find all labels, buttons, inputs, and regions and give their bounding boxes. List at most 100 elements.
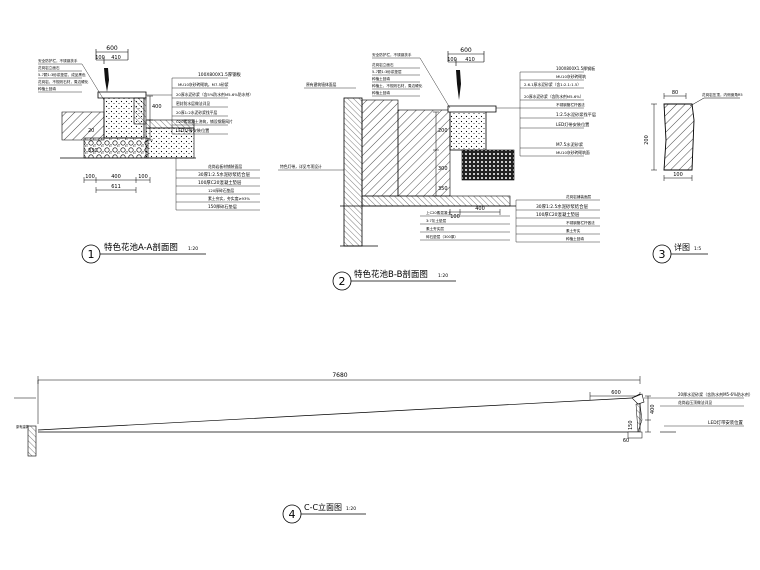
detail-dim-side: 200 [644,135,650,145]
bb-bottom-left-note-3: 素土夯实层 [426,226,444,231]
aa-left-note-4: 花岗岩，不规则石材，周边硬化 [38,79,89,84]
bb-base-note-3: 100厚C20混凝土垫层 [536,211,580,218]
bb-base-note-1: 花岗岩铺装面层 [566,194,592,199]
detail-stone-profile [663,103,695,171]
cc-note-3: LED灯带安装位置 [708,419,744,426]
aa-base-note-6: 150厚碎石垫层 [208,203,237,210]
aa-right-note-6: C20素混凝土浇筑，铺设钢筋网片 [176,119,233,124]
aa-left-note-5: 种植土回填 [38,86,56,91]
bb-lamp-post [456,70,461,100]
bb-right-note-2: MU10灰砂砖砌筑 [556,74,586,79]
aa-left-note-1: 安全防护栏，不锈钢扶手 [38,58,78,63]
detail-view: 80 200 100 花岗岩压顶，内侧倒角R5 3 详图 1:5 [644,90,743,264]
bb-dim-side-2: 300 [438,166,448,172]
detail-view-scale: 1:5 [694,246,701,252]
bb-top-note-3: 5-7颗1:3砂浆垫层 [372,69,402,74]
aa-left-soil [61,111,105,141]
bb-bottom-left-note-1: 上C20素混凝土 [426,210,451,215]
aa-base-note-1: 花岗岩板材铺装面层 [208,164,242,169]
section-bb: 600 100 410 200 300 350 [278,47,600,291]
cc-cap-detail [631,393,645,405]
aa-dim-bottom-1: 100 [85,174,95,180]
bb-top-note-1: 安全防护栏，不锈钢扶手 [372,52,412,57]
bb-dim-top: 600 [460,47,472,54]
bb-dim-bottom-1: 100 [450,214,460,220]
bb-right-note-4: 20厚水泥砂浆（含防水剂M5-6%） [524,94,584,99]
bb-dim-top-part-2: 410 [465,57,475,63]
bb-left-note-1: 原有建筑墙体面层 [306,82,337,87]
bb-view-title: 特色花池B-B剖面图 [354,269,428,280]
aa-lamp-post [104,68,109,92]
aa-right-note-2: MU10灰砂砖砌筑，M7.5砂浆 [178,82,229,87]
aa-base-note-4: 120厚碎石垫层 [208,188,234,193]
aa-dim-bottom-total: 611 [111,184,121,190]
detail-dim-top: 80 [672,90,678,96]
bb-base-layer [361,195,511,207]
aa-dim-top-part-1: 100 [95,55,105,61]
aa-dim-bottom-3: 100 [138,174,148,180]
aa-right-note-1: 100X800X1.5厚钢板 [198,71,242,78]
aa-base-note-5: 素土夯实，夯实度≥93% [208,196,250,201]
bb-base-note-5: 素土夯实 [566,228,581,233]
bb-gravel-block [461,149,515,181]
bb-right-note-5: 不锈钢管栏杆做法 [556,102,585,107]
aa-right-note-7: LED灯带安装位置 [176,127,209,134]
aa-base-layers [145,127,195,159]
bb-base-note-2: 30厚1:2.5水泥砂浆结合层 [536,203,589,210]
section-aa: 600 100 410 400 330 20 [38,45,260,264]
aa-view-number: 1 [88,248,95,261]
aa-dim-top: 600 [106,45,118,52]
aa-right-note-4: 密封防水层做法详见 [176,101,210,106]
bb-planter-soil [397,109,451,197]
bb-bottom-left-note-2: 3:7灰土垫层 [426,218,447,223]
bb-dim-bottom-2: 400 [475,206,485,212]
bb-top-note-6: 种植土回填 [372,90,390,95]
aa-right-note-5: 20厚1:2水泥砂浆找平层 [176,110,218,115]
bb-top-note-5: 种植土，不规则石材，周边硬化 [372,83,423,88]
bb-base-note-6: 种植土回填 [566,236,584,241]
bb-right-note-7: LED灯带安装位置 [556,121,589,128]
bb-top-note-4: 种植土回填 [372,76,390,81]
cc-footing [627,431,643,439]
aa-dim-side-2: 330 [88,148,98,154]
aa-dim-bottom-2: 400 [111,174,121,180]
bb-planter-wall [449,109,487,151]
aa-dim-side-1: 400 [152,104,162,110]
bb-view-number: 2 [339,275,346,288]
aa-cap-stone [97,91,147,99]
bb-dim-side-3: 350 [438,186,448,192]
elevation-cc: 7680 600 原有建筑 400 150 60 [14,372,753,524]
aa-base-note-2: 30厚1:2.5水泥砂浆结合层 [198,171,251,178]
cc-building-wall [27,425,37,457]
aa-dim-side-3: 20 [88,128,94,134]
bb-right-note-1: 100X800X1.5厚钢板 [556,65,595,71]
cc-view-title: C-C立面图 [304,502,342,512]
bb-soil-left [361,99,399,197]
cc-left-label: 原有建筑 [16,424,30,429]
cc-dim-side-1: 400 [650,404,656,414]
bb-right-note-3: 2.6.1厚水泥砂浆（含1:2.1:1.5） [524,82,581,87]
bb-cap-stone [447,105,497,113]
detail-note: 花岗岩压顶，内侧倒角R5 [702,92,743,97]
cc-dim-length: 7680 [332,372,347,379]
aa-view-scale: 1:20 [188,246,198,252]
bb-view-scale: 1:20 [438,273,448,279]
bb-building-wall [343,97,363,247]
cc-dim-side-2: 150 [628,420,634,430]
bb-top-note-2: 花岗岩立面石 [372,62,394,67]
bb-dim-side-1: 200 [438,128,448,134]
cc-note-1: 20厚水泥砂浆（含防水剂M5-6%防水剂） [678,391,753,397]
bb-base-note-4: 不锈钢管栏杆做法 [566,220,595,225]
detail-dim-bottom: 100 [673,172,683,178]
aa-left-note-2: 花岗岩立面石 [38,65,60,70]
aa-base-note-3: 100厚C20混凝土垫层 [198,179,242,186]
cc-end-wall [635,403,643,433]
aa-left-note-3: 5-7颗1:3砂浆垫层，成品黑色 [38,72,86,77]
bb-bottom-left-note-4: 碎石垫层（300厚） [426,234,458,239]
detail-view-title: 详图 [674,242,690,252]
cc-view-number: 4 [289,508,296,521]
bb-left-note-2: 特色灯带，详见专项设计 [280,164,322,169]
aa-dim-top-part-2: 410 [111,55,121,61]
bb-right-note-9: MU10灰砂砖砌筑面 [556,150,590,155]
